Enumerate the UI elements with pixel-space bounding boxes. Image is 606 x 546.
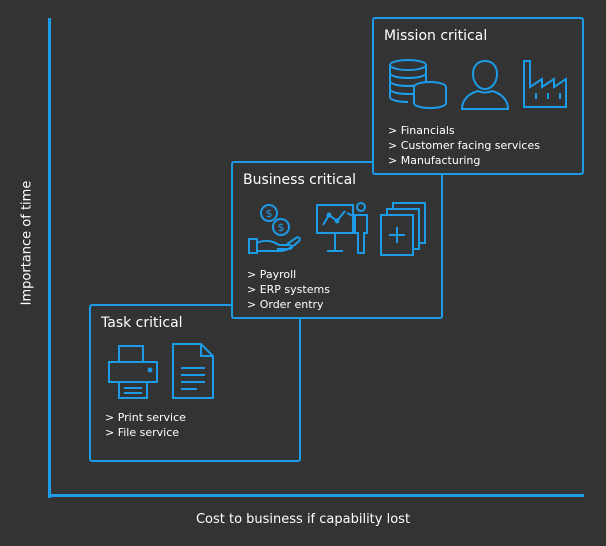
tier-item-list: > Print service > File service: [105, 410, 186, 440]
list-item: > Financials: [388, 124, 455, 137]
y-axis-label: Importance of time: [19, 180, 35, 306]
svg-text:$: $: [278, 221, 285, 234]
tier-mission-critical: Mission critical > Financials > Customer…: [372, 17, 584, 175]
list-item: > ERP systems: [247, 283, 330, 296]
list-item: > Manufacturing: [388, 154, 481, 167]
factory-icon: [523, 60, 567, 108]
tier-item-list: > Financials > Customer facing services …: [388, 123, 540, 168]
svg-text:$: $: [266, 207, 273, 220]
y-axis-line: [48, 18, 51, 498]
documents-plus-icon: [380, 202, 426, 256]
tier-title: Mission critical: [384, 28, 488, 44]
document-icon: [172, 343, 214, 399]
hand-coins-icon: $ $: [248, 204, 301, 254]
list-item: > Customer facing services: [388, 139, 540, 152]
tier-title: Task critical: [101, 315, 183, 331]
x-axis-label: Cost to business if capability lost: [195, 512, 411, 527]
list-item: > Order entry: [247, 298, 324, 311]
list-item: > File service: [105, 426, 180, 439]
list-item: > Payroll: [247, 268, 297, 281]
user-icon: [460, 59, 510, 110]
database-coins-icon: [389, 59, 447, 110]
tier-task-critical: Task critical > Print service > File ser…: [89, 304, 301, 462]
tier-business-critical: Business critical $ $ > Payroll > ERP sy…: [231, 161, 443, 319]
tier-item-list: > Payroll > ERP systems > Order entry: [247, 267, 330, 312]
printer-icon: [108, 345, 158, 399]
list-item: > Print service: [105, 411, 186, 424]
x-axis-line: [48, 494, 584, 497]
presentation-icon: [316, 202, 368, 254]
tier-title: Business critical: [243, 172, 357, 188]
